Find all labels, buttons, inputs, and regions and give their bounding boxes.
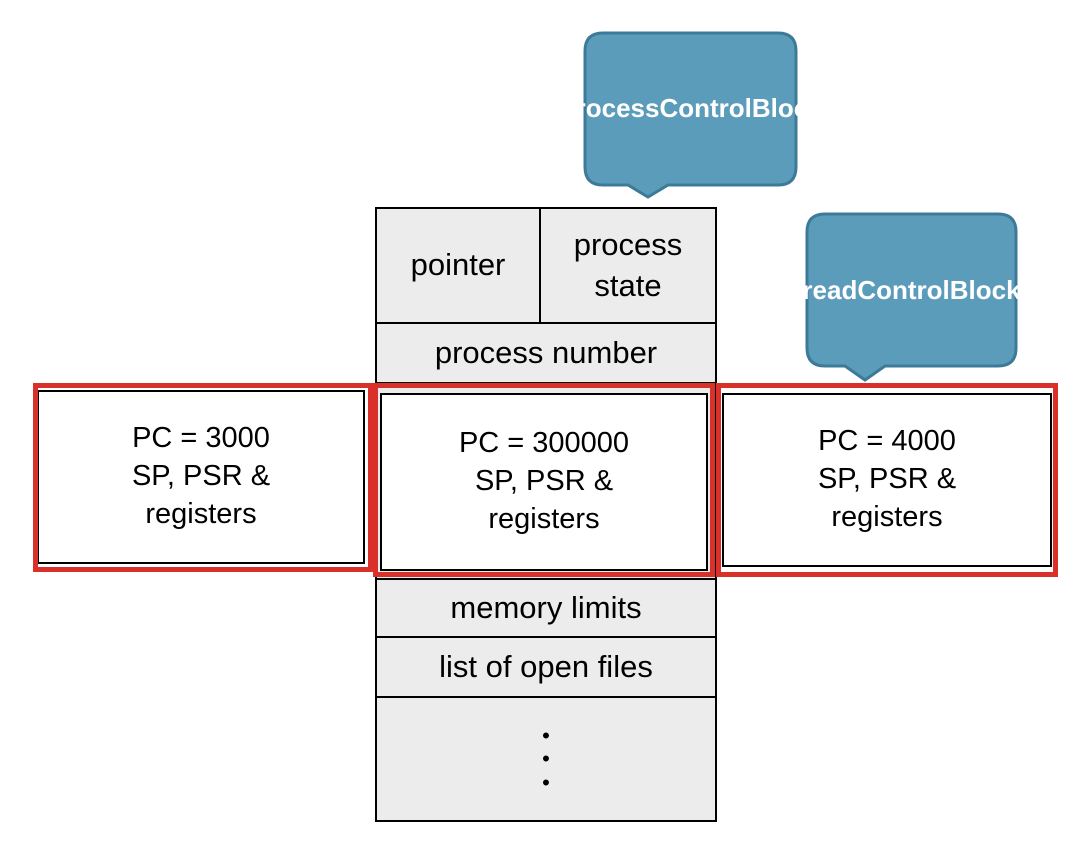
pcb-process-state-line: process [573, 227, 683, 263]
pcb-callout-bubble [583, 31, 798, 199]
pcb-process-state-cell: process state [539, 207, 717, 324]
pcb-process-number-label: process number [434, 334, 658, 370]
thread-sp-label: SP, PSR & [474, 465, 614, 498]
thread-box-2: PC = 300000 SP, PSR & registers [380, 393, 708, 571]
thread-pc-label: PC = 4000 [818, 425, 956, 458]
thread-box-1: PC = 3000 SP, PSR & registers [37, 390, 365, 564]
pcb-memory-limits-label: memory limits [450, 589, 642, 625]
thread-registers-label: registers [145, 497, 257, 530]
pcb-callout-line: Block [751, 93, 823, 124]
thread-highlight-2 [373, 383, 715, 577]
tcb-callout-line: Thread [770, 275, 858, 306]
thread-highlight-3 [716, 383, 1058, 577]
pcb-process-number-cell: process number [375, 322, 717, 384]
thread-registers-label: registers [488, 502, 600, 535]
pcb-callout-label: Process Control Block [558, 50, 822, 168]
pcb-process-state-line: state [594, 267, 662, 303]
tcb-callout-line: Control [857, 275, 950, 306]
thread-registers-label: registers [831, 500, 943, 533]
tcb-callout-line: Block(s) [949, 275, 1053, 306]
thread-sp-label: SP, PSR & [817, 463, 957, 496]
tcb-callout-bubble [805, 212, 1018, 382]
pcb-pointer-label: pointer [410, 247, 506, 283]
pcb-continuation-dots: • • • [542, 723, 550, 795]
pcb-open-files-label: list of open files [439, 648, 653, 684]
thread-box-3: PC = 4000 SP, PSR & registers [722, 393, 1052, 567]
thread-sp-label: SP, PSR & [131, 460, 271, 493]
thread-pc-label: PC = 300000 [458, 427, 630, 460]
pcb-callout-line: Control [659, 93, 752, 124]
pcb-open-files-cell: list of open files [375, 636, 717, 698]
thread-pc-label: PC = 3000 [132, 422, 270, 455]
thread-highlight-1 [33, 383, 373, 572]
pcb-callout-line: Process [558, 93, 660, 124]
tcb-callout-label: Thread Control Block(s) [771, 232, 1053, 350]
pcb-continuation-cell: • • • [375, 696, 717, 822]
pcb-memory-limits-cell: memory limits [375, 578, 717, 638]
pcb-pointer-cell: pointer [375, 207, 541, 324]
